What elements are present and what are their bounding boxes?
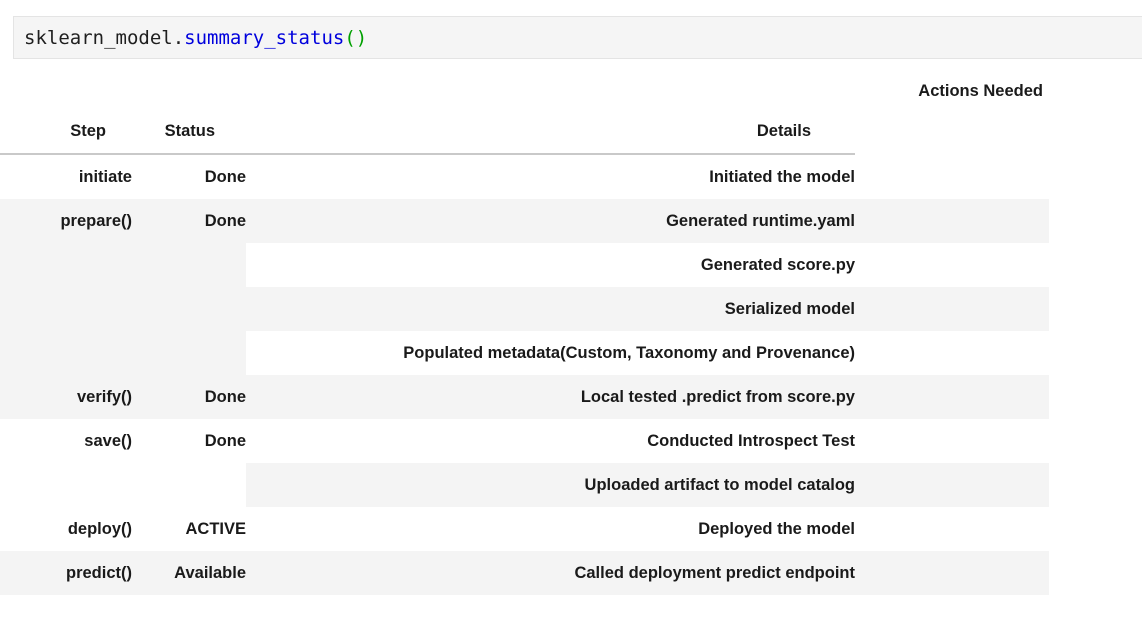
cell-status (132, 331, 246, 375)
cell-actions (855, 199, 1049, 243)
column-header-status: Status (132, 113, 246, 155)
cell-step: save() (0, 419, 132, 463)
cell-actions (855, 287, 1049, 331)
cell-details: Generated score.py (246, 243, 855, 287)
cell-status (132, 463, 246, 507)
group-header-row: Actions Needed (0, 74, 1049, 113)
code-object-token: sklearn_model (24, 26, 173, 49)
cell-step (0, 331, 132, 375)
cell-actions (855, 154, 1049, 199)
cell-status (132, 287, 246, 331)
code-cell[interactable]: sklearn_model.summary_status() (13, 16, 1142, 59)
cell-details: Deployed the model (246, 507, 855, 551)
cell-status: Available (132, 551, 246, 595)
cell-step: verify() (0, 375, 132, 419)
code-line[interactable]: sklearn_model.summary_status() (14, 27, 367, 49)
column-header-row: Step Status Details (0, 113, 1049, 155)
cell-details: Uploaded artifact to model catalog (246, 463, 855, 507)
table-row: Uploaded artifact to model catalog (0, 463, 1049, 507)
cell-status (132, 243, 246, 287)
group-header-actions-needed: Actions Needed (918, 82, 1043, 100)
cell-details: Populated metadata(Custom, Taxonomy and … (246, 331, 855, 375)
cell-step: deploy() (0, 507, 132, 551)
cell-step (0, 463, 132, 507)
cell-actions (855, 463, 1049, 507)
cell-step (0, 243, 132, 287)
cell-details: Generated runtime.yaml (246, 199, 855, 243)
cell-status: Done (132, 419, 246, 463)
column-header-details: Details (246, 113, 855, 155)
cell-step (0, 287, 132, 331)
cell-actions (855, 507, 1049, 551)
code-dot-token: . (172, 26, 185, 49)
cell-status: Done (132, 154, 246, 199)
cell-status: Done (132, 375, 246, 419)
code-method-token: summary_status (184, 26, 345, 49)
cell-actions (855, 375, 1049, 419)
table-row: Serialized model (0, 287, 1049, 331)
cell-step: prepare() (0, 199, 132, 243)
cell-status: Done (132, 199, 246, 243)
cell-actions (855, 551, 1049, 595)
column-header-step: Step (0, 113, 132, 155)
cell-details: Called deployment predict endpoint (246, 551, 855, 595)
cell-actions (855, 331, 1049, 375)
column-header-actions (855, 113, 1049, 154)
cell-step: initiate (0, 154, 132, 199)
cell-step: predict() (0, 551, 132, 595)
summary-status-table: Actions Needed Step Status Details initi… (0, 74, 1049, 595)
table-head: Actions Needed Step Status Details (0, 74, 1049, 155)
cell-actions (855, 243, 1049, 287)
cell-status: ACTIVE (132, 507, 246, 551)
summary-status-table-wrapper: Actions Needed Step Status Details initi… (0, 74, 1142, 595)
cell-details: Initiated the model (246, 154, 855, 199)
table-row: Populated metadata(Custom, Taxonomy and … (0, 331, 1049, 375)
group-header-blank (0, 74, 855, 113)
code-parens-token: () (344, 26, 368, 49)
table-row: Generated score.py (0, 243, 1049, 287)
cell-details: Conducted Introspect Test (246, 419, 855, 463)
cell-details: Local tested .predict from score.py (246, 375, 855, 419)
cell-actions (855, 419, 1049, 463)
cell-details: Serialized model (246, 287, 855, 331)
